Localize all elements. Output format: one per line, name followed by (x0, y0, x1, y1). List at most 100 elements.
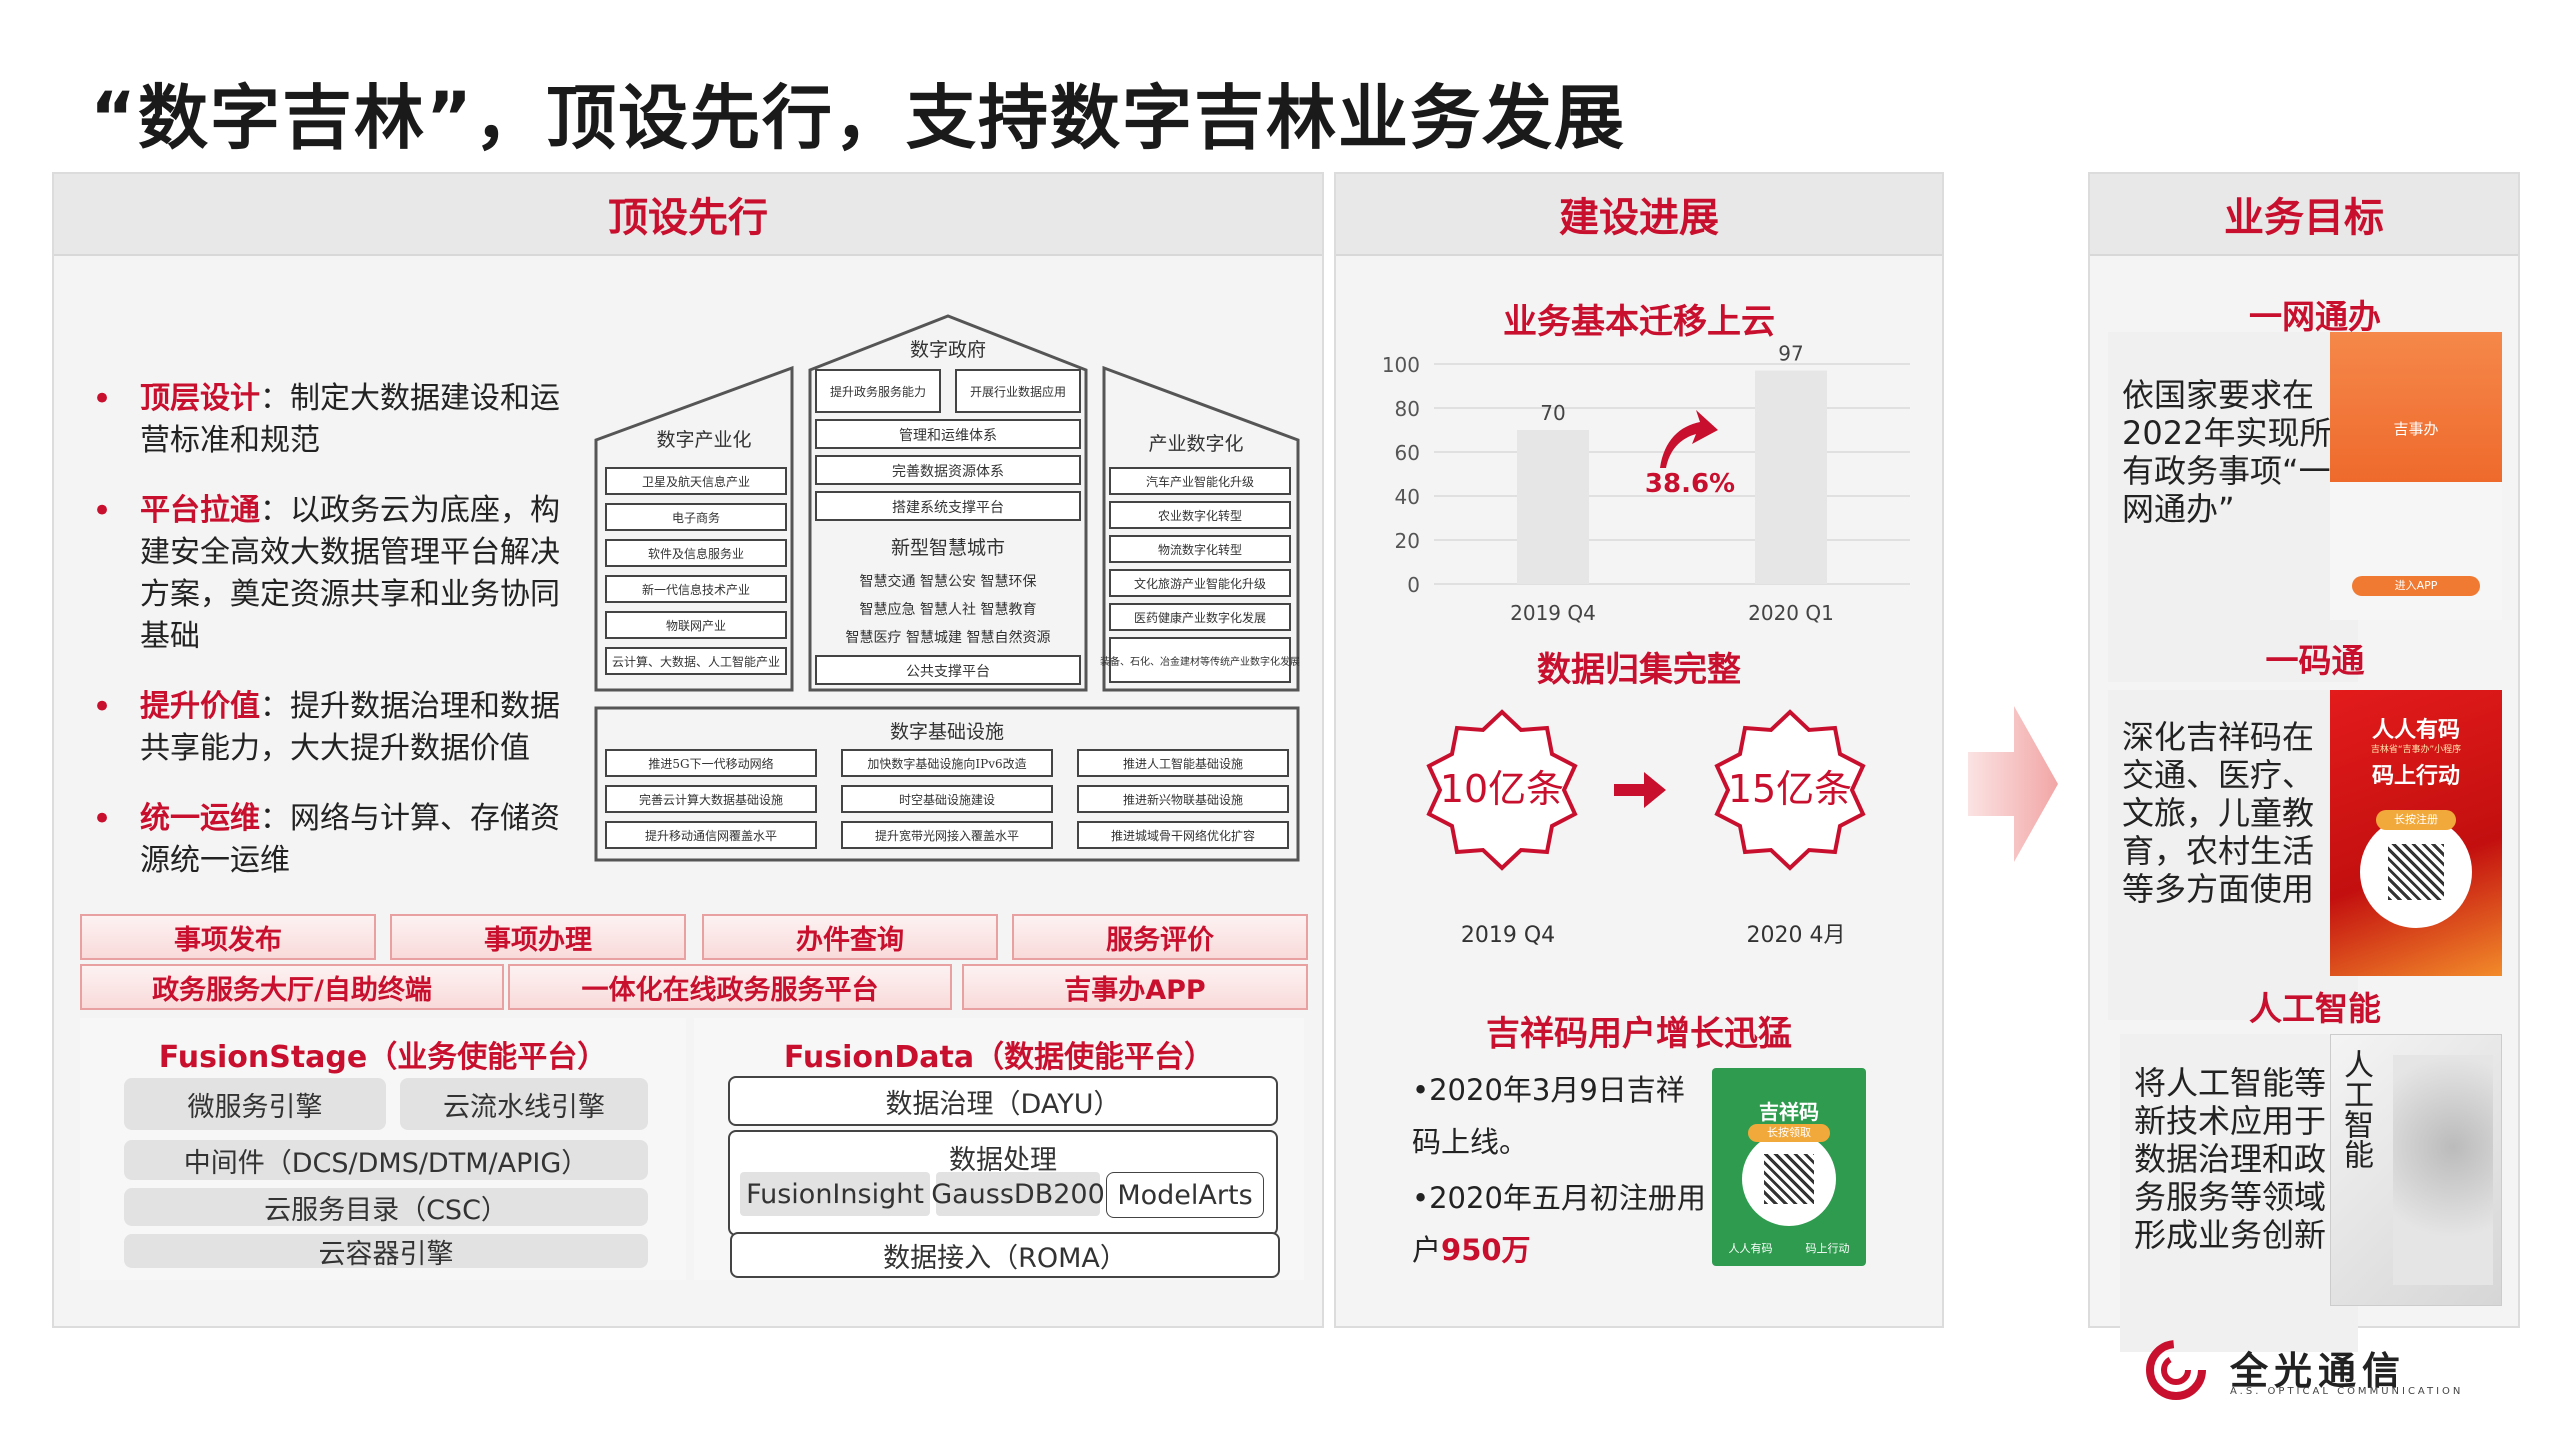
digitalization-row: 装备、石化、冶金建材等传统产业数字化发展 (1100, 655, 1300, 668)
app-screenshot-2: 人人有码 吉林省“吉事办”小程序 码上行动 长按注册 (2330, 690, 2502, 976)
middleware: 中间件（DCS/DMS/DTM/APIG） (124, 1140, 648, 1180)
digitalization-row: 医药健康产业数字化发展 (1134, 610, 1266, 625)
jxm-launch-text: •2020年3月9日吉祥码上线。 (1412, 1073, 1685, 1159)
gov-row: 完善数据资源体系 (892, 464, 1004, 480)
tag-service-evaluation: 服务评价 (1012, 914, 1308, 960)
goal-title-3: 人工智能 (2249, 989, 2381, 1028)
data-governance: 数据治理（DAYU） (728, 1076, 1278, 1126)
jxm-phone-sub: 长按领取 (1748, 1124, 1830, 1142)
digitalization-row: 农业数字化转型 (1158, 508, 1242, 523)
logo-name: 全光通信 (2230, 1349, 2407, 1393)
city-row: 智慧医疗 智慧城建 智慧自然资源 (846, 629, 1051, 646)
jxm-phone-head: 吉祥码 (1759, 1100, 1819, 1124)
page-title: “数字吉林”，顶设先行，支持数字吉林业务发展 (90, 77, 1627, 159)
growth-arrow-icon (1660, 410, 1718, 468)
starburst-15b-icon (1714, 709, 1866, 871)
city-row: 智慧交通 智慧公安 智慧环保 (860, 573, 1037, 590)
bullet-list: 顶层设计：制定大数据建设和运营标准和规范 平台拉通：以政务云为底座，构建安全高效… (92, 378, 562, 910)
gov-row: 搭建系统支撑平台 (892, 500, 1004, 516)
industry-row: 物联网产业 (666, 619, 726, 633)
fusiondata-block: FusionData（数据使能平台） 数据治理（DAYU） 数据处理 Fusio… (694, 1018, 1304, 1280)
app2-sub: 吉林省“吉事办”小程序 (2370, 745, 2462, 755)
chart-bar (1517, 430, 1589, 584)
fusiondata-title: FusionData（数据使能平台） (783, 1040, 1215, 1075)
digitalization-row: 汽车产业智能化升级 (1146, 474, 1254, 489)
infrastructure-cell: 推进新兴物联基础设施 (1123, 792, 1243, 807)
infrastructure-cell: 推进城域骨干网络优化扩容 (1111, 828, 1255, 843)
data-from-label: 2019 Q4 (1461, 923, 1555, 948)
ai-book-image: 人工智能 (2330, 1034, 2502, 1306)
goal-title-2: 一码通 (2265, 641, 2365, 680)
jxm-phone-image: 吉祥码 长按领取 人人有码码上行动 (1712, 1068, 1866, 1266)
infrastructure-cell: 加快数字基础设施向IPv6改造 (867, 756, 1026, 771)
tag-jishiban-app: 吉事办APP (962, 964, 1308, 1010)
cloud-service-catalog: 云服务目录（CSC） (124, 1188, 648, 1226)
data-processing-label: 数据处理 (949, 1145, 1057, 1176)
y-tick-label: 60 (1395, 441, 1420, 465)
city-title: 新型智慧城市 (891, 537, 1005, 559)
x-tick-label: 2019 Q4 (1510, 601, 1596, 625)
industry-title: 数字产业化 (656, 429, 751, 451)
infrastructure-cell: 提升宽带光网接入覆盖水平 (875, 828, 1019, 843)
infrastructure-grid: 推进5G下一代移动网络 加快数字基础设施向IPv6改造 推进人工智能基础设施 完… (605, 749, 1289, 849)
jxm-phone-foot: 人人有码码上行动 (1728, 1242, 1850, 1255)
app2-head: 人人有码 (2371, 718, 2460, 743)
right-panel-header: 业务目标 (2090, 174, 2518, 256)
jxm-title: 吉祥码用户增长迅猛 (1486, 1014, 1792, 1054)
industry-row: 卫星及航天信息产业 (642, 474, 750, 489)
middle-panel-header: 建设进展 (1336, 174, 1942, 256)
data-to-label: 2020 4月 (1747, 923, 1846, 948)
tool-modelarts: ModelArts (1106, 1172, 1264, 1218)
bar-value-label: 97 (1778, 342, 1803, 366)
gov-title: 数字政府 (910, 339, 986, 361)
right-arrow-icon (1614, 772, 1666, 808)
data-to-value: 15亿条 (1728, 767, 1852, 811)
bullet-item: 顶层设计：制定大数据建设和运营标准和规范 (92, 378, 562, 462)
data-growth-graphic: 10亿条 15亿条 2019 Q4 2020 4月 (1426, 709, 1866, 948)
y-tick-label: 100 (1382, 353, 1420, 377)
city-row: 智慧应急 智慧人社 智慧教育 (860, 601, 1037, 618)
app2-register-button: 长按注册 (2376, 810, 2456, 830)
cloud-container-engine: 云容器引擎 (124, 1234, 648, 1270)
ai-book-title: 人工智能 (2338, 1049, 2373, 1169)
city-bottom: 公共支撑平台 (906, 664, 990, 680)
chart-bar (1755, 370, 1827, 584)
digitalization-row: 物流数字化转型 (1158, 542, 1242, 557)
app1-brand: 吉事办 (2393, 420, 2439, 438)
tag-service-query: 办件查询 (702, 914, 998, 960)
infrastructure-cell: 推进人工智能基础设施 (1123, 756, 1243, 771)
tag-service-handling: 事项办理 (390, 914, 686, 960)
goal-card-3: 将人工智能等新技术应用于数据治理和政务服务等领域形成业务创新 (2120, 1034, 2358, 1352)
y-tick-label: 20 (1395, 529, 1420, 553)
gov-row: 管理和运维体系 (899, 428, 997, 444)
digital-jilin-architecture-diagram: 数字政府 提升政务服务能力 开展行业数据应用 管理和运维体系 完善数据资源体系 … (592, 312, 1302, 868)
pipeline-engine: 云流水线引擎 (400, 1078, 648, 1130)
y-tick-label: 0 (1407, 573, 1420, 597)
qr-code-icon (1742, 1132, 1836, 1226)
tag-service-publish: 事项发布 (80, 914, 376, 960)
company-logo: 全光通信 A.S. OPTICAL COMMUNICATION (2140, 1336, 2560, 1406)
digitalization-rows: 汽车产业智能化升级 农业数字化转型 物流数字化转型 文化旅游产业智能化升级 医药… (1100, 467, 1300, 683)
jxm-users-text: •2020年五月初注册用户950万 (1412, 1181, 1706, 1267)
goal-card-1: 依国家要求在2022年实现所有政务事项“一网通办” (2108, 332, 2358, 682)
y-tick-label: 80 (1395, 397, 1420, 421)
app2-big: 码上行动 (2371, 764, 2460, 789)
goal-card-2: 深化吉祥码在交通、医疗、文旅，儿童教育，农村生活等多方面使用 (2108, 690, 2358, 1020)
infrastructure-cell: 提升移动通信网覆盖水平 (645, 828, 777, 843)
industry-row: 软件及信息服务业 (648, 546, 744, 561)
tag-online-platform: 一体化在线政务服务平台 (508, 964, 952, 1010)
growth-annotation: 38.6% (1645, 469, 1735, 499)
digitalization-title: 产业数字化 (1148, 433, 1243, 455)
y-tick-label: 40 (1395, 485, 1420, 509)
fusionstage-block: FusionStage（业务使能平台） 微服务引擎 云流水线引擎 中间件（DCS… (80, 1018, 686, 1280)
bullet-item: 提升价值：提升数据治理和数据共享能力，大大提升数据价值 (92, 686, 562, 770)
infrastructure-cell: 完善云计算大数据基础设施 (639, 792, 783, 807)
gov-top-item: 开展行业数据应用 (970, 384, 1066, 399)
x-tick-label: 2020 Q1 (1748, 601, 1834, 625)
goal-title-1: 一网通办 (2249, 297, 2381, 336)
industry-rows: 卫星及航天信息产业 电子商务 软件及信息服务业 新一代信息技术产业 物联网产业 … (605, 467, 787, 675)
fusionstage-title: FusionStage（业务使能平台） (158, 1040, 608, 1075)
tool-fusioninsight: FusionInsight (740, 1172, 930, 1216)
industry-row: 新一代信息技术产业 (642, 582, 750, 597)
